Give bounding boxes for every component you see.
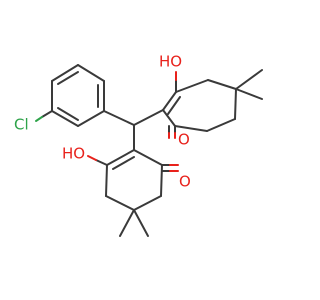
bond	[206, 118, 236, 132]
double-bond-inner	[167, 96, 181, 115]
bond-cl	[35, 116, 43, 122]
bond	[133, 149, 163, 166]
upper-dimedone-ring	[133, 69, 263, 139]
bond	[106, 149, 135, 166]
bond	[103, 110, 135, 126]
hydroxyl-label-top: HO	[159, 53, 182, 71]
bond	[41, 110, 53, 118]
bond	[105, 164, 108, 197]
bond	[207, 79, 237, 90]
bond-o	[87, 155, 97, 161]
molecule-diagram: Cl HO O HO O	[14, 53, 263, 237]
bond	[77, 64, 105, 82]
methyl-bond	[235, 69, 263, 90]
bond	[95, 159, 108, 166]
chlorine-label: Cl	[14, 116, 29, 134]
bond	[175, 79, 209, 93]
methyl-bond	[133, 209, 149, 237]
bond	[162, 91, 177, 111]
chlorophenyl-ring	[51, 64, 105, 127]
carbonyl-label-top: O	[178, 131, 190, 149]
bond	[160, 164, 163, 197]
structure-canvas: Cl HO O HO O	[14, 52, 263, 237]
hydroxyl-label-bottom: HO	[62, 145, 85, 163]
bond	[234, 88, 237, 120]
bond	[105, 195, 135, 211]
carbonyl-label-bottom: O	[179, 173, 191, 191]
lower-dimedone-ring	[87, 149, 179, 237]
bond	[77, 110, 105, 127]
bond	[174, 125, 208, 132]
methyl-bond	[235, 88, 263, 100]
double-bond-inner	[57, 107, 79, 121]
bond	[51, 110, 79, 127]
bond	[133, 195, 162, 211]
double-bond-inner	[112, 156, 135, 170]
methyl-bond	[119, 209, 135, 237]
bond	[162, 109, 176, 127]
bond	[51, 64, 79, 82]
double-bond-inner	[57, 71, 79, 85]
bond	[133, 109, 164, 126]
